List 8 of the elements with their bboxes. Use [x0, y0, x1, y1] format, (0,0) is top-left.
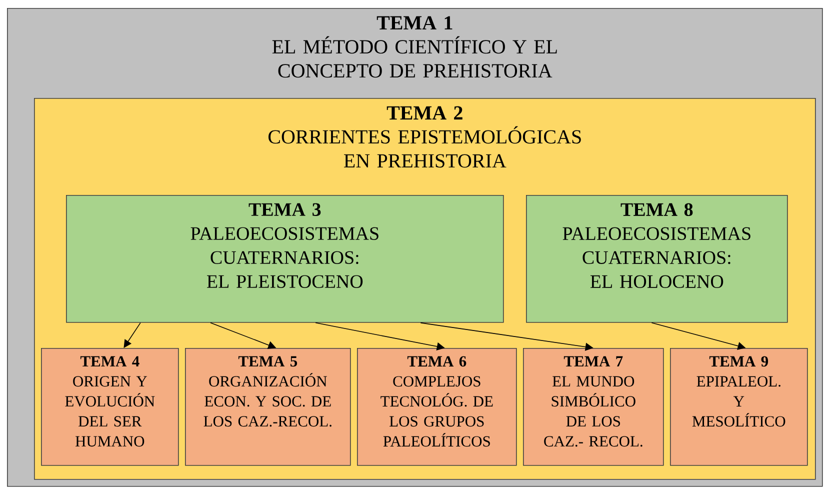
topic-box: TEMA 8 PALEOECOSISTEMAS CUATERNARIOS: EL HOLOCENO: [526, 195, 788, 323]
topic-box: TEMA 4 ORIGEN Y EVOLUCIÓN DEL SER HUMANO: [41, 348, 179, 466]
topic-box: TEMA 3 PALEOECOSISTEMAS CUATERNARIOS: EL PLEISTOCENO: [66, 195, 504, 323]
arrow: [124, 322, 141, 348]
topic-box: TEMA 9 EPIPALEOL. Y MESOLÍTICO: [670, 348, 808, 466]
topic-box: TEMA 6 COMPLEJOS TECNOLÓG. DE LOS GRUPOS PALEOLÍTICOS: [357, 348, 517, 466]
topic-box: TEMA 5 ORGANIZACIÓN ECON. Y SOC. DE LOS CAZ.-RECOL.: [185, 348, 351, 466]
topic-box: TEMA 7 EL MUNDO SIMBÓLICO DE LOS CAZ.- RECOL.: [523, 348, 664, 466]
